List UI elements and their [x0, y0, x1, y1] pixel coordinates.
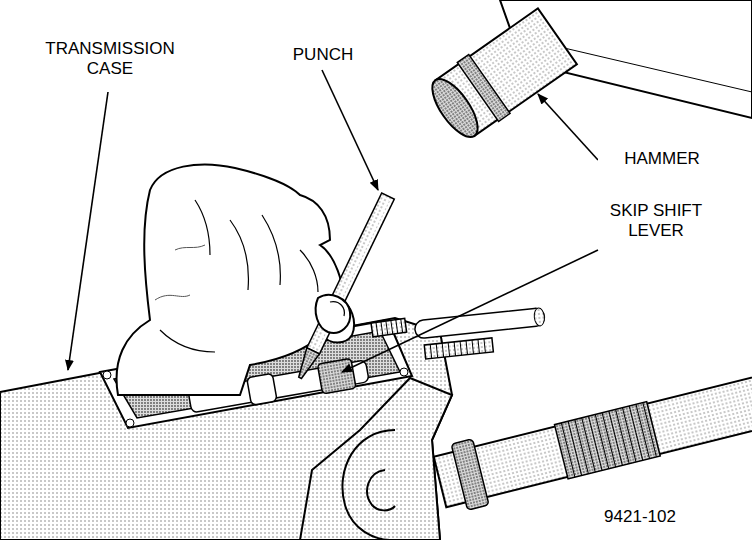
hand: [117, 164, 355, 395]
part-label: HAMMER: [598, 148, 726, 170]
rod-body: [414, 307, 545, 338]
hammer: [423, 0, 752, 146]
bolt-hole: [126, 419, 134, 427]
leader-line: [538, 94, 598, 160]
part-label: SKIP SHIFT LEVER: [590, 200, 722, 241]
leader-lines: [68, 70, 598, 372]
bolt-hole: [103, 371, 111, 379]
stud-body: [424, 338, 493, 359]
shaft-splines: [555, 402, 661, 479]
part-label: TRANSMISSION CASE: [35, 38, 185, 79]
hammer-face: [424, 72, 486, 144]
figure-number: 9421-102: [582, 506, 698, 528]
punch: [294, 193, 395, 381]
stud-threads: [376, 319, 403, 336]
threaded-stud: [371, 318, 407, 337]
guide-rod: [414, 307, 545, 338]
skip-shift-lever: [317, 358, 356, 393]
case-front-face: [300, 378, 452, 540]
shaft-collar: [451, 439, 489, 510]
bore-arc: [367, 470, 395, 510]
rod-end: [533, 307, 545, 326]
part-label: PUNCH: [285, 44, 361, 66]
punch-tip: [294, 348, 320, 381]
hand-creases: [160, 200, 318, 352]
bolt-hole: [400, 368, 408, 376]
punch-body: [307, 193, 394, 354]
bearing-bore: [342, 430, 395, 540]
rail-collar: [247, 373, 277, 405]
fingernail: [330, 302, 344, 316]
leader-line: [68, 92, 108, 370]
fingertip: [316, 295, 351, 333]
hand-outline: [117, 164, 355, 395]
spline-lines: [561, 403, 656, 478]
output-shaft: [432, 362, 752, 515]
stud-threads: [430, 339, 485, 359]
knuckle-shade: [155, 245, 205, 300]
stud-body: [371, 318, 407, 337]
leader-line: [322, 70, 378, 190]
hammer-head: [423, 7, 578, 146]
threaded-stud: [424, 338, 493, 359]
leader-line: [342, 250, 598, 372]
